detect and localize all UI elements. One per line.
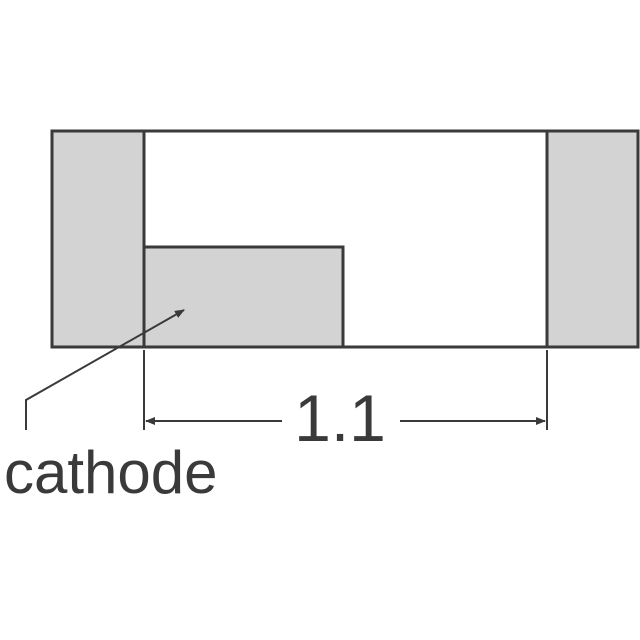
dimension-label: 1.1 (294, 381, 386, 455)
left-terminal-pad (50, 129, 146, 349)
cathode-label: cathode (4, 439, 218, 506)
right-terminal-pad (545, 129, 640, 349)
cathode-leader-line (25, 309, 185, 430)
cathode-marking (142, 245, 345, 349)
